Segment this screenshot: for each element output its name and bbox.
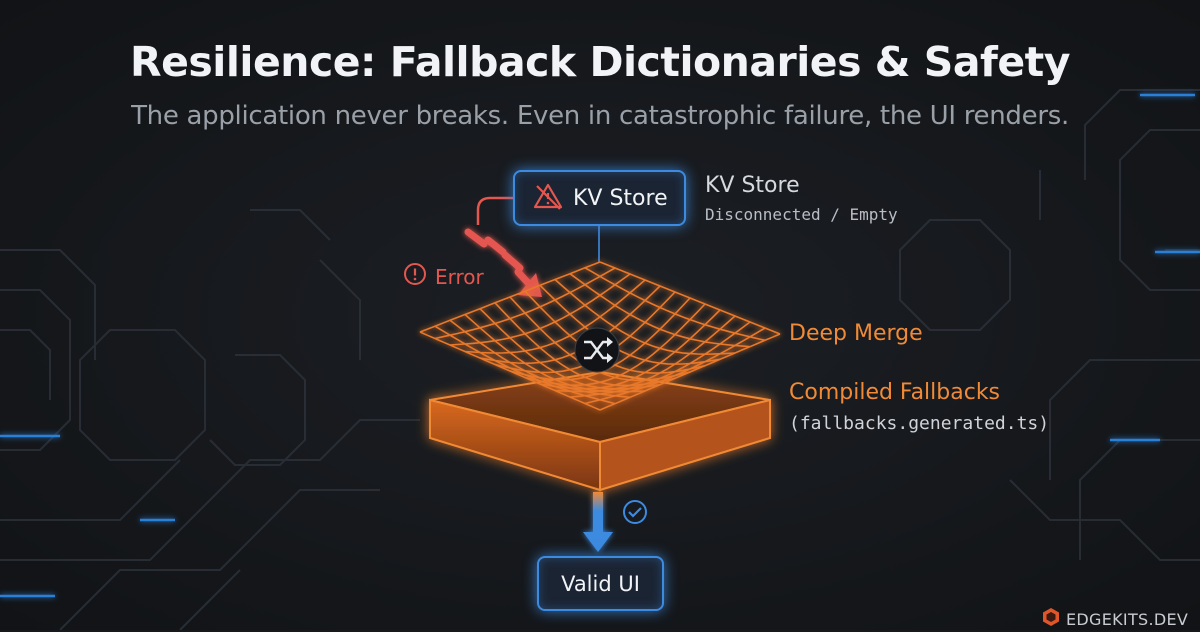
kv-store-title: KV Store	[705, 173, 800, 198]
check-circle-icon	[623, 500, 647, 524]
page-subtitle: The application never breaks. Even in ca…	[131, 101, 1069, 131]
fallback-slab	[429, 370, 771, 492]
error-connector	[476, 196, 513, 225]
compiled-fallbacks-label: Compiled Fallbacks	[789, 380, 1001, 405]
merge-net-line	[449, 319, 631, 399]
valid-ui-node: Valid UI	[537, 556, 664, 611]
deep-merge-label: Deep Merge	[789, 321, 923, 346]
merge-net-line	[434, 325, 616, 405]
circuit-glow-right	[1110, 93, 1200, 442]
kv-store-node: KV Store	[513, 170, 686, 226]
fallbacks-filename: (fallbacks.generated.ts)	[789, 413, 1050, 434]
valid-ui-label: Valid UI	[561, 571, 640, 596]
error-label: Error	[403, 262, 484, 291]
kv-store-box-label: KV Store	[573, 185, 668, 211]
page-title: Resilience: Fallback Dictionaries & Safe…	[130, 38, 1070, 86]
brand-name: EDGEKITS.DEV	[1066, 610, 1189, 629]
merge-net	[419, 261, 781, 411]
circuit-traces-left	[0, 209, 420, 630]
circuit-glow-left	[0, 434, 175, 598]
warning-slash-icon	[533, 182, 563, 215]
circuit-traces-right	[899, 89, 1200, 561]
merge-net-line	[419, 331, 601, 411]
kv-store-status: Disconnected / Empty	[705, 205, 898, 224]
error-text: Error	[435, 264, 484, 289]
output-arrow	[583, 492, 613, 552]
shuffle-icon	[574, 327, 620, 373]
merge-net-line	[584, 327, 766, 405]
hexagon-logo-icon	[1042, 607, 1060, 632]
alert-circle-icon	[403, 262, 427, 291]
brand-logo: EDGEKITS.DEV	[1042, 607, 1188, 632]
merge-net-line	[599, 333, 781, 411]
error-arrow	[464, 228, 542, 297]
